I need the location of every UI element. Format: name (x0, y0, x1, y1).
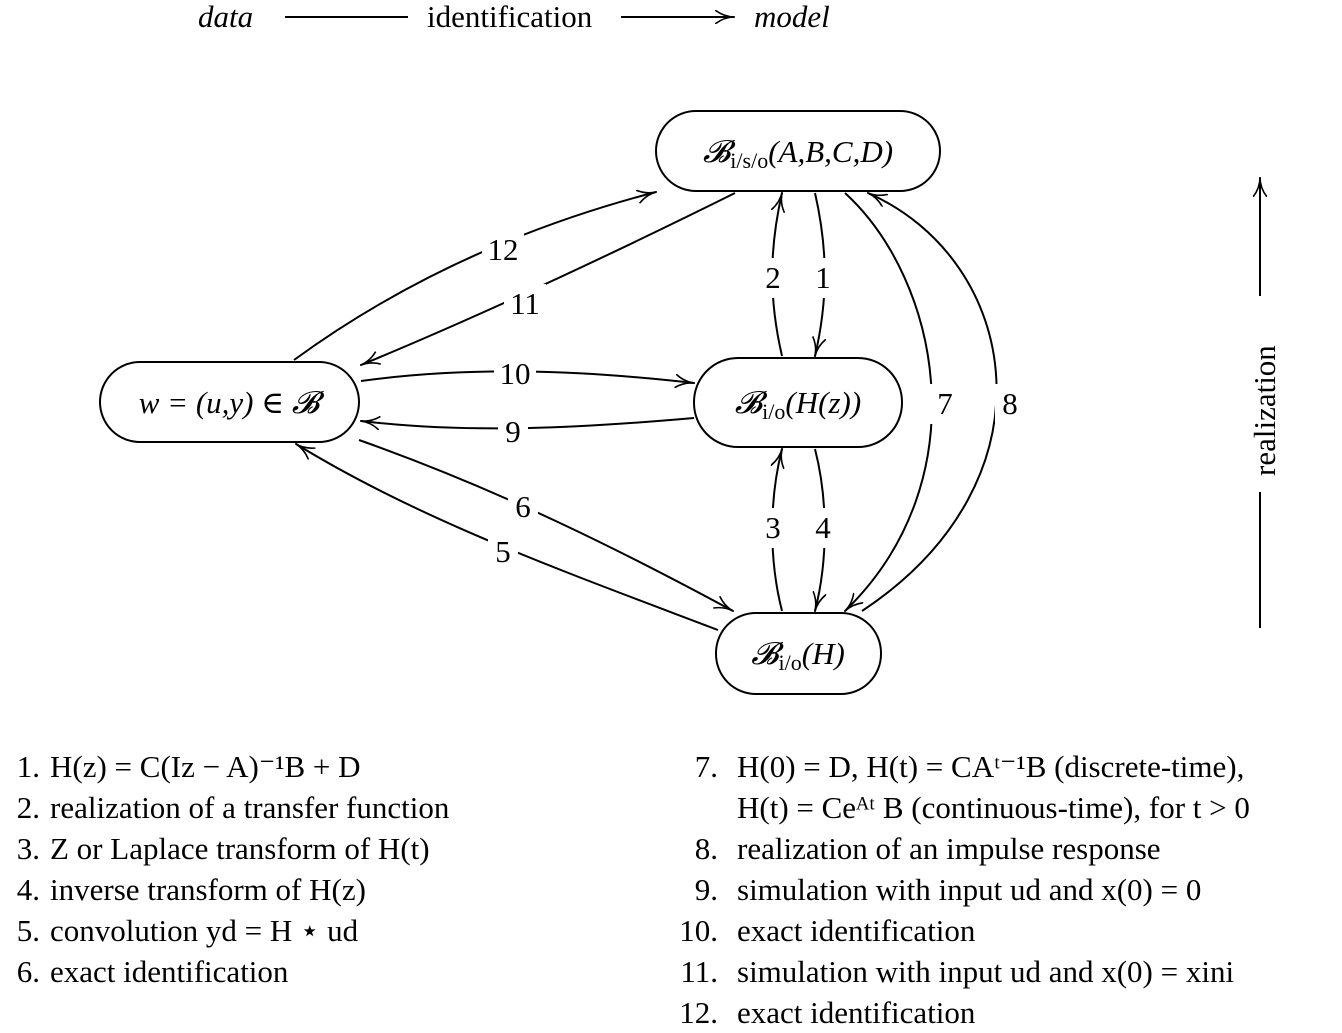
legend-item-text: exact identification (737, 913, 976, 948)
legend-item-text: inverse transform of H(z) (50, 872, 366, 907)
legend-item-number: 1. (16, 749, 40, 784)
legend-item-number: 7. (694, 749, 718, 784)
legend-item-text: convolution yd = H ⋆ ud (50, 913, 359, 948)
edge-label-11: 11 (510, 286, 540, 321)
legend-item-number: 12. (679, 995, 718, 1030)
legend-item-text: realization of an impulse response (737, 831, 1161, 866)
diagram-canvas: data identification model realization 𝓑i… (99, 0, 1282, 695)
node-transfer-box (693, 357, 903, 448)
edge-label-8: 8 (1002, 386, 1018, 421)
legend-item-number: 9. (694, 872, 718, 907)
legend-item-number: 8. (694, 831, 718, 866)
edge-labels: 1 2 3 4 5 6 7 8 9 10 11 12 (482, 230, 1025, 572)
edge-12 (293, 192, 656, 361)
legend-item-number: 2. (16, 790, 40, 825)
legend-item-text: Z or Laplace transform of H(t) (50, 831, 430, 866)
edge-6 (358, 439, 733, 611)
realization-label-gap (1244, 296, 1278, 492)
legend-item-text: H(0) = D, H(t) = CAᵗ⁻¹B (discrete-time), (737, 749, 1245, 784)
edge-label-10: 10 (500, 356, 531, 391)
edge-label-3: 3 (765, 510, 781, 545)
edge-11 (361, 192, 736, 365)
legend-item-number: 6. (16, 954, 40, 989)
legend-item-text: H(t) = Ceᴬᵗ B (continuous-time), for t >… (737, 790, 1250, 825)
edge-label-5: 5 (495, 534, 511, 569)
legend-item-text: exact identification (737, 995, 976, 1030)
legend-item-text: exact identification (50, 954, 289, 989)
legend-item-number: 11. (680, 954, 718, 989)
edge-label-6: 6 (515, 489, 531, 524)
node-impulse-label: 𝓑i/o(H) (751, 636, 845, 675)
legend-item-text: H(z) = C(Iz − A)⁻¹B + D (50, 749, 361, 784)
node-transfer-label: 𝓑i/o(H(z)) (735, 385, 861, 424)
node-data-label: w = (u,y) ∈ 𝓑 (139, 385, 325, 420)
node-impulse-box (715, 612, 882, 695)
legend-item-number: 4. (16, 872, 40, 907)
legend-item-text: simulation with input ud and x(0) = 0 (737, 872, 1202, 907)
edge-8 (861, 193, 998, 612)
header-identification-label: identification (427, 0, 593, 34)
edge-label-12: 12 (488, 232, 519, 267)
node-iso-box (655, 110, 941, 192)
legend-item-number: 3. (16, 831, 40, 866)
legend-item-number: 5. (16, 913, 40, 948)
legend-item-text: realization of a transfer function (50, 790, 450, 825)
edge-label-1: 1 (815, 260, 831, 295)
edge-label-2: 2 (765, 260, 781, 295)
node-iso-label: 𝓑i/s/o(A,B,C,D) (703, 134, 893, 173)
edge-label-7: 7 (937, 386, 953, 421)
realization-label: realization (1247, 345, 1282, 476)
header-data-label: data (198, 0, 253, 34)
edge-label-9: 9 (505, 414, 521, 449)
header-model-label: model (754, 0, 830, 34)
legend-item-number: 10. (679, 913, 718, 948)
node-data-box (99, 361, 360, 443)
edge-label-4: 4 (815, 510, 831, 545)
legend-item-text: simulation with input ud and x(0) = xini (737, 954, 1235, 989)
